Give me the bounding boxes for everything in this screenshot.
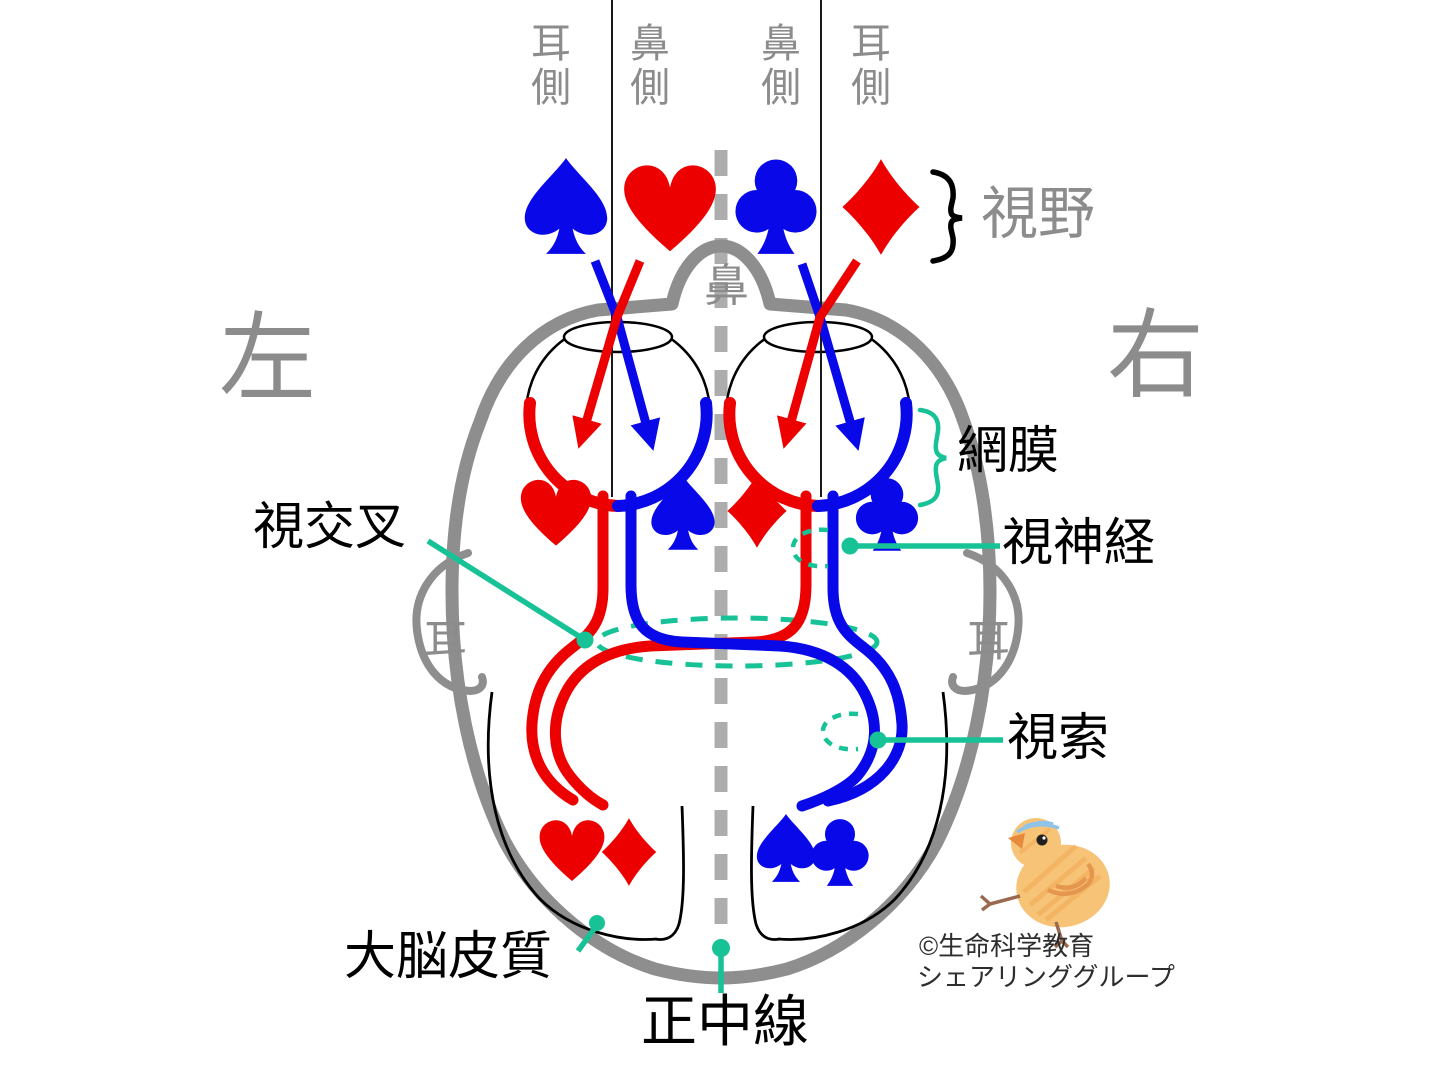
optic-chiasm-dashed-ellipse xyxy=(594,615,880,669)
retina-brace xyxy=(917,407,947,508)
left-ear-label: 耳 xyxy=(424,618,467,666)
optic-nerve-label: 視神経 xyxy=(1002,514,1156,571)
nose-label: 鼻 xyxy=(704,260,750,311)
cortex-right-outer-curve xyxy=(777,691,949,941)
chick-illustration xyxy=(979,818,1110,949)
chick-eye-highlight xyxy=(1042,836,1046,840)
chick-eye xyxy=(1036,834,1048,846)
cortex-right-inner-curve xyxy=(750,805,781,941)
cortex-left-inner-curve xyxy=(654,805,685,941)
right-eye-nasal-retina-red xyxy=(723,397,824,512)
ray-heart-to-left-eye xyxy=(572,259,645,449)
spade-icon-right-cortex xyxy=(756,814,816,882)
right-ear-outline xyxy=(948,549,1023,696)
optic-path-red-uncrossed-left xyxy=(526,490,609,806)
left-side-label: 左 xyxy=(219,304,316,413)
club-icon-right-cortex xyxy=(811,819,869,886)
heart-icon-visual-field xyxy=(624,165,716,252)
visual-field-brace xyxy=(930,169,963,264)
optic-nerve-pointer-dot xyxy=(841,537,859,555)
optic-tract-dashed-arc xyxy=(820,711,859,752)
left-eye-nasal-retina-blue xyxy=(612,397,713,512)
light-rays xyxy=(572,258,865,451)
midline-label: 正中線 xyxy=(641,990,809,1053)
visual-field-label: 視野 xyxy=(981,182,1095,246)
left-ear-outline xyxy=(412,549,487,696)
optic-chiasm-pointer-line xyxy=(426,538,587,643)
column-label-temporal-left: 耳側 xyxy=(525,22,569,110)
optic-chiasm-pointer-dot xyxy=(576,631,594,649)
optic-nerve-dashed-arc xyxy=(790,527,829,569)
cortex-pointer-dot xyxy=(589,915,605,931)
midline-pointer-dot xyxy=(712,939,730,957)
chick-head-texture xyxy=(1018,827,1052,855)
chick-head-blue-scribble xyxy=(1016,820,1060,834)
heart-icon-left-cortex xyxy=(539,820,605,881)
retina-label: 網膜 xyxy=(957,422,1060,479)
credit-line-2: シェアリンググループ xyxy=(917,962,1175,992)
optic-path-red-crossing-to-left xyxy=(550,490,812,811)
diamond-icon-visual-field xyxy=(842,159,920,255)
teal-annotations xyxy=(426,407,1003,993)
column-label-nasal-right: 鼻側 xyxy=(755,22,799,110)
diamond-icon-left-cortex xyxy=(601,818,657,886)
optic-chiasm-label: 視交叉 xyxy=(253,498,407,555)
cortex-left-outer-curve xyxy=(486,691,658,941)
chick-beak xyxy=(1008,833,1025,849)
club-icon-visual-field xyxy=(735,159,817,254)
credit-line-1: ©生命科学教育 xyxy=(919,931,1095,961)
optic-tract-pointer-dot xyxy=(869,731,887,749)
chick-legs xyxy=(979,894,1070,949)
spade-icon-visual-field xyxy=(524,158,608,254)
cerebral-cortex-label: 大脳皮質 xyxy=(344,928,553,986)
heart-icon-left-retina xyxy=(520,479,592,546)
cortex-outline-curves xyxy=(486,691,949,941)
right-ear-label: 耳 xyxy=(967,618,1010,666)
optic-path-blue-crossing-to-right xyxy=(625,490,880,812)
column-label-temporal-right: 耳側 xyxy=(845,22,889,110)
optic-pathways xyxy=(526,490,908,812)
column-label-nasal-left: 鼻側 xyxy=(624,22,668,110)
optic-tract-label: 視索 xyxy=(1007,709,1110,766)
ray-diamond-to-right-eye xyxy=(776,258,861,449)
right-side-label: 右 xyxy=(1107,301,1204,410)
head-outline xyxy=(445,239,997,985)
chick-body-crayon-texture xyxy=(1022,844,1102,922)
optic-path-blue-uncrossed-right xyxy=(822,490,908,807)
teal-pointer-dots xyxy=(576,537,887,957)
chick-wing xyxy=(1047,862,1095,897)
